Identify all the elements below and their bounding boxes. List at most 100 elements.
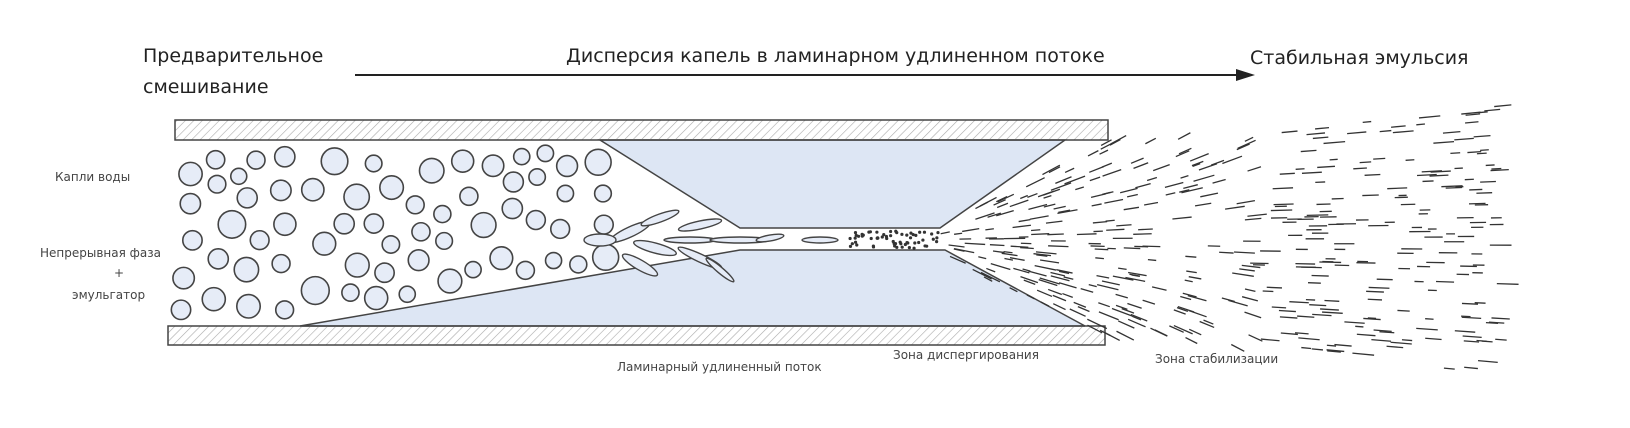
dash: [1010, 245, 1029, 248]
droplet: [205, 149, 226, 170]
dash: [1203, 319, 1214, 325]
stage-stable: Стабильная эмульсия: [1250, 47, 1469, 69]
dash: [1379, 129, 1392, 133]
dot: [931, 237, 935, 241]
dot: [911, 233, 915, 237]
top-wall: [174, 119, 1109, 141]
dash: [1416, 123, 1425, 126]
dash: [1177, 132, 1191, 140]
dash: [1048, 166, 1061, 174]
dash: [1430, 170, 1451, 173]
droplet: [379, 174, 405, 201]
dash: [1184, 279, 1193, 283]
label-dispersion-zone: Зона диспергирования: [893, 348, 1039, 362]
dash: [1301, 346, 1312, 350]
droplet: [544, 251, 563, 270]
dot: [917, 240, 921, 245]
dash: [1131, 315, 1142, 321]
elongated-droplet: [640, 209, 680, 227]
dash: [1392, 130, 1414, 134]
dash: [1123, 247, 1141, 250]
droplet: [489, 246, 514, 271]
dash: [1362, 120, 1372, 124]
dash: [1297, 315, 1315, 318]
dash: [1098, 311, 1119, 321]
dash: [1020, 246, 1034, 250]
dot: [855, 243, 859, 247]
droplet: [273, 212, 297, 237]
dash: [1087, 324, 1103, 334]
dash: [1058, 209, 1071, 214]
dash: [1241, 264, 1261, 269]
label-emulsifier: эмульгатор: [72, 288, 146, 302]
droplet: [549, 218, 571, 240]
dash: [1326, 344, 1337, 347]
droplet: [528, 167, 547, 187]
dash: [1476, 152, 1487, 155]
dash: [1096, 283, 1119, 291]
dash: [1130, 313, 1148, 322]
droplet: [343, 183, 371, 211]
dash: [1241, 296, 1259, 302]
dash: [1371, 338, 1392, 342]
dash: [1230, 343, 1245, 352]
droplet: [501, 197, 524, 220]
dash: [997, 193, 1015, 203]
dot: [889, 234, 893, 238]
dash: [1117, 320, 1135, 329]
dash: [1091, 203, 1102, 207]
dash: [1185, 336, 1198, 345]
dash: [1142, 245, 1161, 248]
dash: [1495, 338, 1507, 341]
droplet: [433, 204, 452, 224]
dash: [1099, 149, 1109, 155]
dash: [1026, 294, 1035, 300]
dash: [1096, 274, 1110, 279]
dash: [1236, 200, 1256, 205]
dash: [1433, 140, 1455, 144]
dash: [1221, 297, 1235, 303]
dot: [876, 236, 880, 240]
dash: [1009, 257, 1025, 261]
dash: [1181, 187, 1203, 194]
elongated-droplet: [663, 236, 717, 244]
dash: [1127, 318, 1146, 328]
dash: [983, 276, 993, 282]
dash: [1143, 201, 1159, 206]
dash: [949, 255, 966, 264]
dash: [1379, 331, 1395, 334]
dash: [1128, 271, 1147, 277]
dot: [848, 244, 853, 248]
dash: [1450, 152, 1461, 155]
stage-premix-line2: смешивание: [143, 76, 269, 98]
droplet: [459, 186, 479, 207]
dash: [1047, 288, 1063, 296]
dispersed-droplets: [848, 229, 940, 250]
dash: [1461, 111, 1481, 115]
dot: [935, 240, 939, 244]
dash: [1295, 168, 1305, 170]
dash: [989, 244, 1005, 247]
dash: [1133, 162, 1149, 169]
dash: [1484, 108, 1501, 112]
dash: [1480, 180, 1496, 183]
label-stabilization-zone: Зона стабилизации: [1155, 352, 1279, 366]
dot: [907, 246, 911, 250]
dash: [1464, 366, 1478, 370]
dot: [900, 245, 904, 249]
dash: [972, 268, 992, 280]
droplet: [236, 187, 259, 209]
dash: [1050, 271, 1066, 277]
label-laminar-flow: Ламинарный удлиненный поток: [617, 360, 822, 374]
dash: [1004, 257, 1014, 261]
dash: [1454, 330, 1476, 333]
dash: [1025, 177, 1045, 188]
dash: [985, 228, 994, 231]
dash: [1003, 250, 1013, 254]
droplet: [591, 243, 620, 272]
dot: [898, 240, 902, 244]
dash: [1033, 253, 1052, 257]
dash: [1212, 178, 1226, 184]
dash: [1069, 308, 1086, 317]
dash: [1129, 273, 1141, 277]
